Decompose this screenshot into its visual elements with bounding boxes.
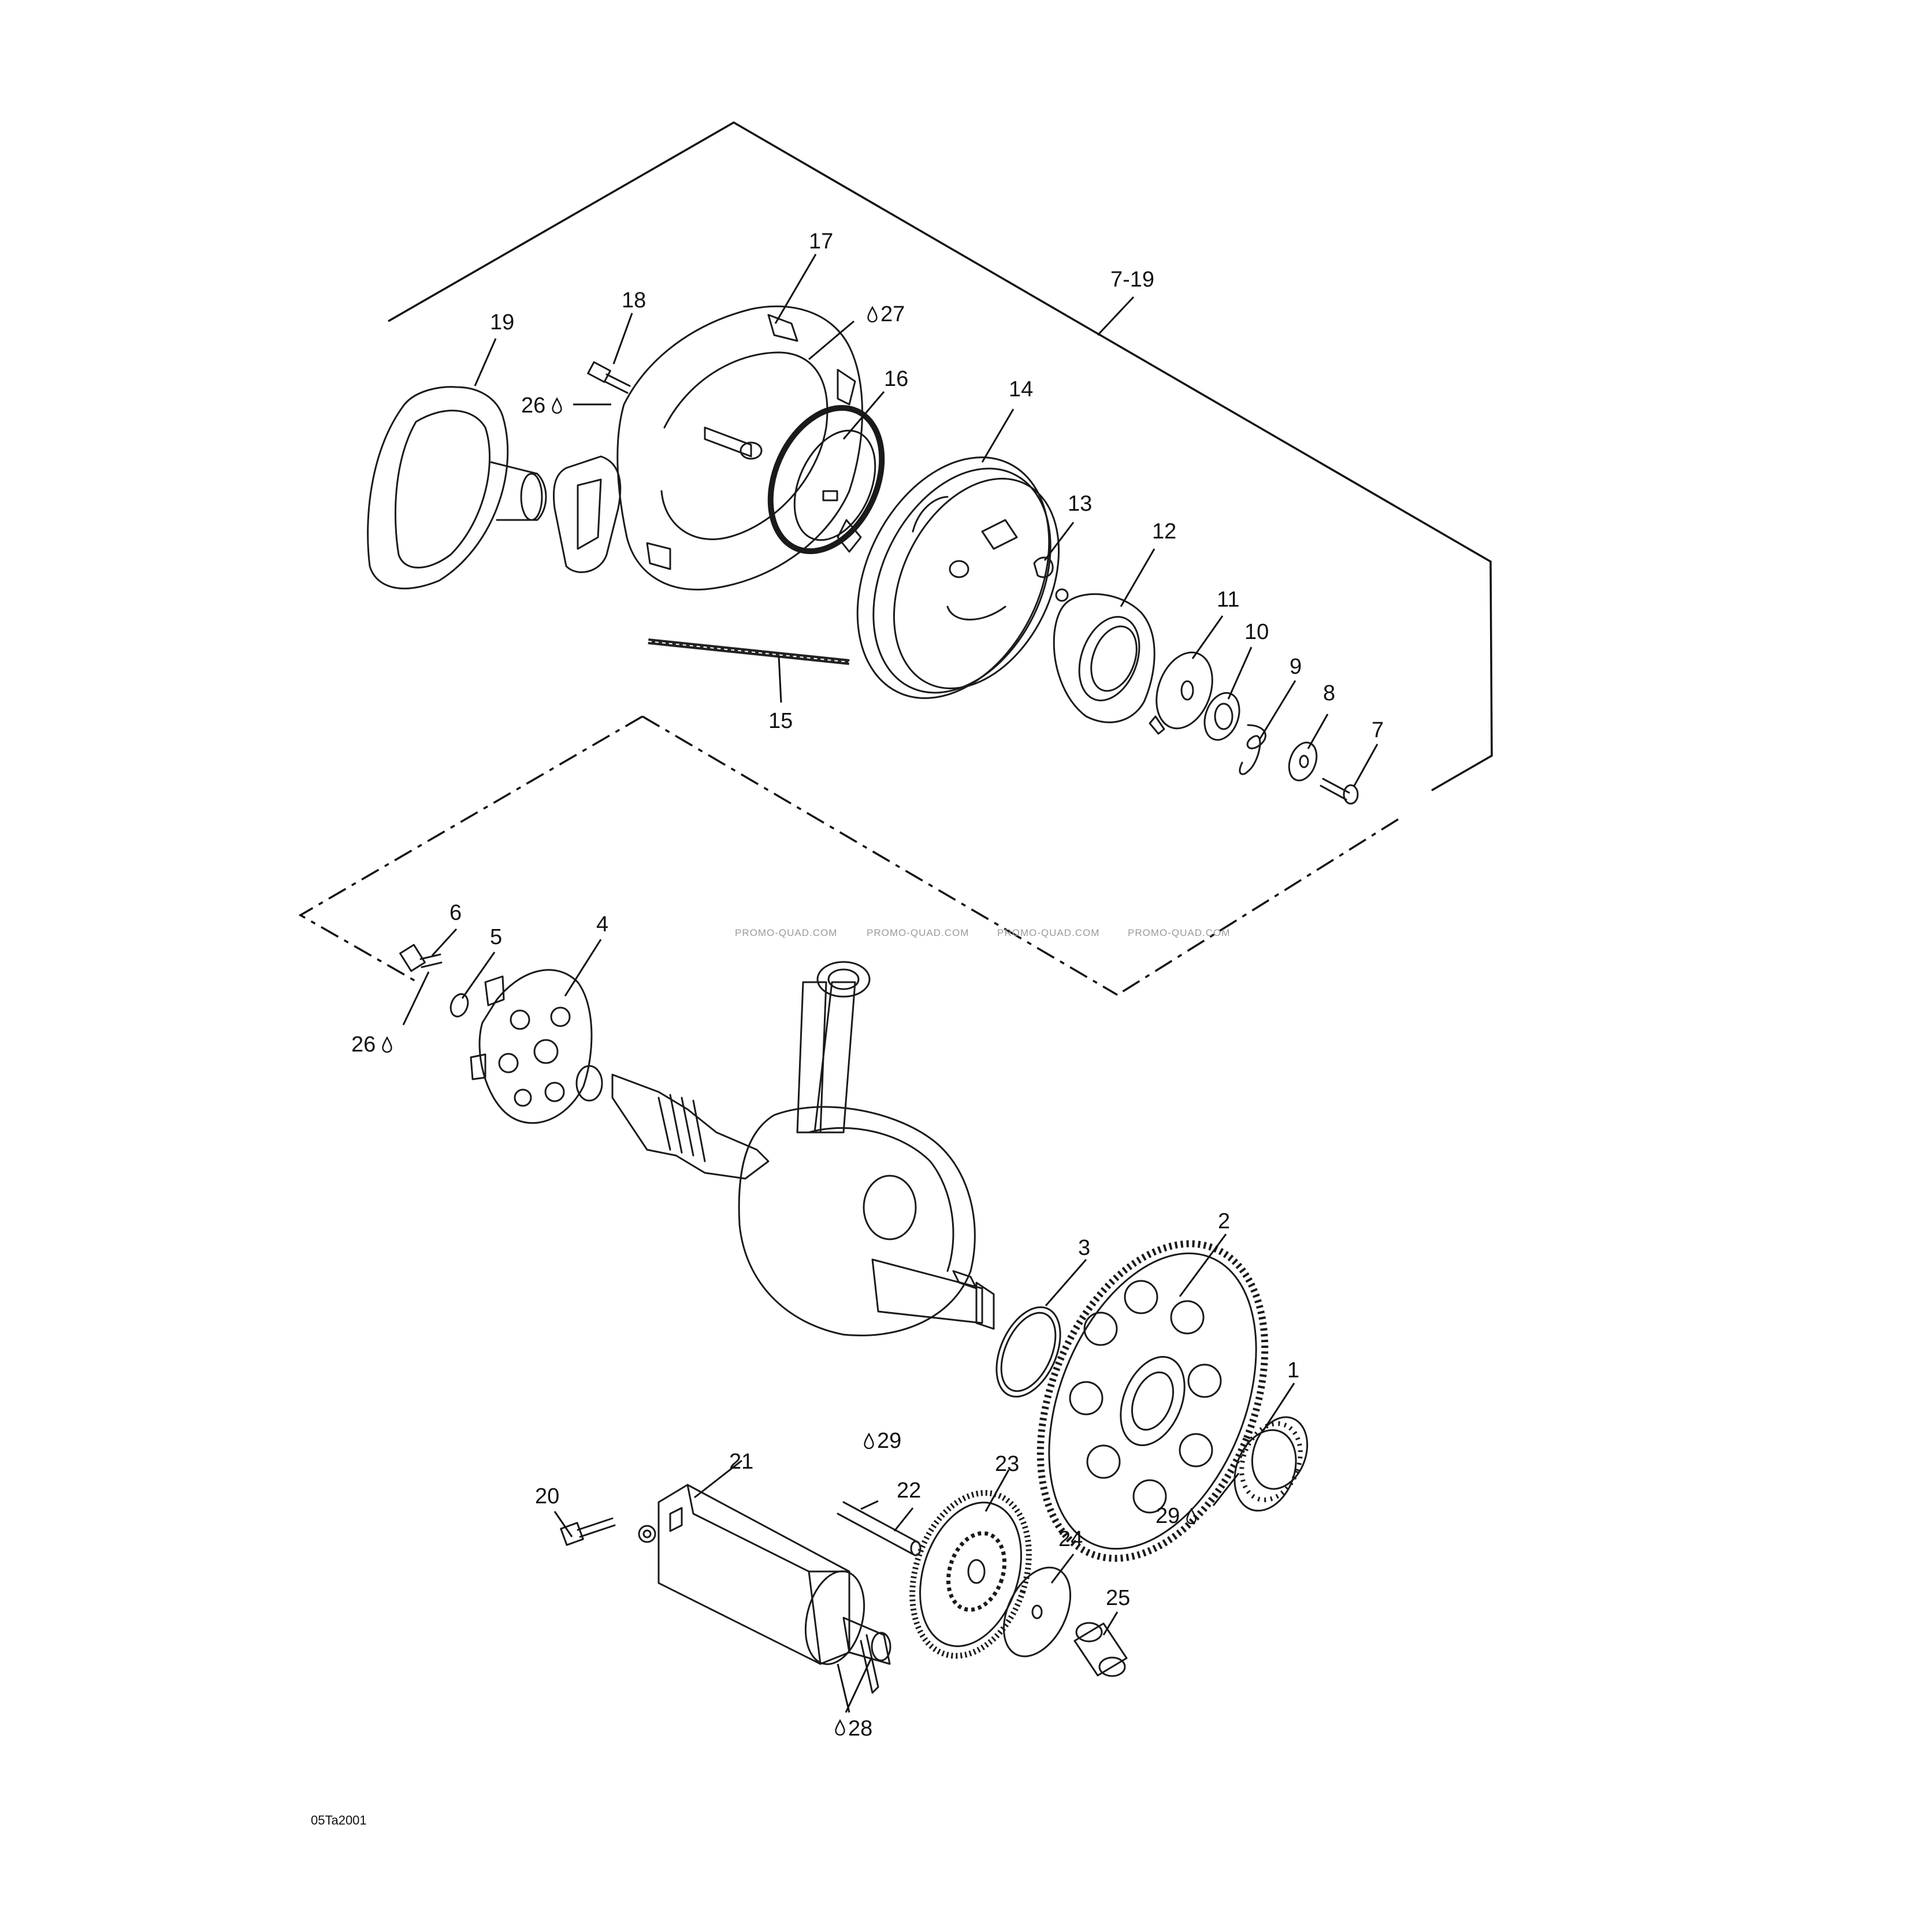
bushing-part-25 [1073, 1622, 1128, 1677]
callout-9: 9 [1290, 655, 1302, 679]
callout-29a: 29 [877, 1429, 901, 1453]
watermark: PROMO-QUAD.COM [1128, 927, 1230, 938]
callout-14: 14 [1009, 377, 1033, 402]
screw-part-7 [1320, 778, 1359, 805]
callout-27: 27 [880, 302, 905, 326]
o-ring-part-3 [995, 1306, 1061, 1398]
shaft-part-22 [837, 1501, 922, 1556]
washer-part-24 [1002, 1566, 1072, 1658]
callout-20: 20 [535, 1484, 559, 1509]
callout-11: 11 [1217, 588, 1239, 612]
leader-lines [402, 254, 1379, 1713]
rope-guide [552, 455, 622, 573]
callout-17: 17 [809, 229, 833, 254]
callout-12: 12 [1152, 519, 1176, 544]
callout-7: 7 [1372, 718, 1384, 742]
callout-26b: 26 [351, 1032, 376, 1057]
clip-spring-part-9 [1239, 724, 1266, 775]
callout-23: 23 [995, 1452, 1019, 1476]
callout-28: 28 [848, 1716, 872, 1741]
callout-6: 6 [449, 901, 462, 925]
callout-25: 25 [1106, 1586, 1130, 1610]
drawing-code: 05Ta2001 [311, 1813, 367, 1827]
watermark: PROMO-QUAD.COM [735, 927, 837, 938]
callout-16: 16 [884, 367, 908, 391]
crankshaft-group-dashed-bracket [298, 715, 1399, 996]
callout-13: 13 [1068, 492, 1092, 516]
bolt-part-20 [560, 1517, 616, 1546]
callout-26a: 26 [521, 393, 545, 418]
callout-21: 21 [729, 1450, 753, 1474]
washer-part-5 [449, 993, 469, 1017]
callout-10: 10 [1244, 620, 1269, 644]
watermark-strip: PROMO-QUAD.COM PROMO-QUAD.COM PROMO-QUAD… [735, 927, 1230, 938]
bushing-part-10 [1203, 692, 1240, 741]
needle-bearing-part-1 [1233, 1416, 1309, 1512]
group-label: 7-19 [1110, 267, 1154, 292]
callout-5: 5 [490, 925, 502, 949]
pawl-plate-part-12 [1053, 588, 1156, 723]
washer-part-8 [1288, 741, 1318, 782]
callout-18: 18 [622, 288, 646, 313]
starter-rope-part-15 [648, 638, 850, 665]
bolt-part-6 [399, 943, 443, 972]
rewind-spring-part-16 [767, 404, 885, 555]
starter-gear-part-2 [1036, 1240, 1269, 1562]
intermediate-gear-part-23 [909, 1490, 1032, 1659]
callout-24: 24 [1058, 1527, 1083, 1551]
crankshaft [575, 961, 995, 1336]
drop-icon [835, 1719, 845, 1736]
drop-icon [864, 1433, 874, 1449]
callout-19: 19 [490, 310, 514, 335]
callout-2: 2 [1218, 1209, 1230, 1233]
drop-icon [867, 306, 878, 322]
callout-22: 22 [897, 1478, 921, 1503]
recoil-starter-group-bracket [388, 121, 1493, 792]
watermark: PROMO-QUAD.COM [997, 927, 1099, 938]
callout-1: 1 [1287, 1358, 1299, 1383]
bolt-part-18 [587, 361, 631, 394]
drop-icon [552, 397, 562, 414]
callout-29b: 29 [1156, 1504, 1180, 1528]
drop-icon [382, 1036, 392, 1053]
drive-plate-part-4 [470, 969, 593, 1124]
pawl-part-13 [1033, 556, 1054, 578]
callout-8: 8 [1323, 681, 1335, 705]
rope-pulley-part-14 [856, 456, 1060, 699]
starter-handle-part-19 [367, 386, 547, 590]
starter-motor-part-21 [638, 1484, 891, 1694]
callout-labels: 7-19 17 18 19 26 27 16 14 13 12 11 10 9 … [351, 229, 1384, 1741]
watermark: PROMO-QUAD.COM [867, 927, 969, 938]
callout-4: 4 [596, 912, 608, 937]
starter-housing-part-17 [616, 305, 863, 590]
callout-3: 3 [1078, 1236, 1090, 1260]
callout-15: 15 [768, 709, 793, 733]
friction-washer-part-11 [1149, 651, 1213, 735]
